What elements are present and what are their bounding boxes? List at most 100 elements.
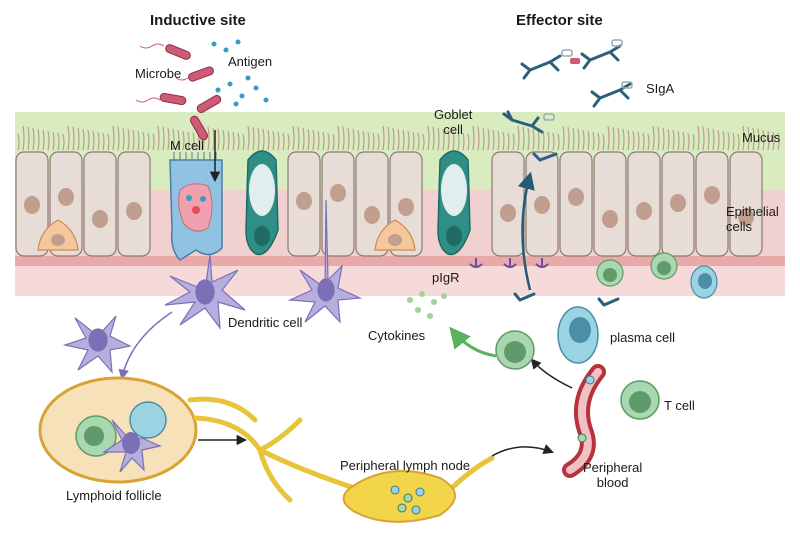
microvillus xyxy=(282,132,285,151)
epithelial-label-line2: cells xyxy=(726,219,753,234)
microvillus xyxy=(597,132,600,151)
peripheral-blood-label-line2: blood xyxy=(596,475,629,490)
microvillus xyxy=(552,132,555,151)
t-cell xyxy=(620,380,660,420)
microvillus xyxy=(747,126,750,151)
microvillus xyxy=(452,130,455,151)
microvillus xyxy=(177,129,180,151)
microvillus xyxy=(527,127,530,151)
microvillus xyxy=(317,130,320,151)
microvillus xyxy=(717,129,720,151)
microvillus xyxy=(582,129,585,151)
microvillus xyxy=(372,132,375,151)
siga-label: SIgA xyxy=(646,81,675,96)
cell-nucleus xyxy=(92,210,108,228)
microvillus xyxy=(607,125,610,151)
basement-membrane xyxy=(15,256,785,266)
microvillus xyxy=(187,131,190,151)
microvillus xyxy=(577,128,580,151)
cell-nucleus xyxy=(24,196,40,214)
microvillus xyxy=(167,127,170,151)
siga-transcytosis-arrow xyxy=(517,171,535,291)
peripheral-lymph-node-label: Peripheral lymph node xyxy=(340,458,471,473)
microvillus xyxy=(157,125,160,151)
epithelial-label-line1: Epithelial xyxy=(726,204,779,219)
microvillus xyxy=(37,128,40,151)
epithelial-cells-label: Epithelial cells xyxy=(726,204,779,234)
microvillus xyxy=(422,133,425,151)
microvillus xyxy=(32,127,35,151)
dendritic-cell-2 xyxy=(287,199,363,324)
microvillus xyxy=(752,127,755,151)
microvillus xyxy=(132,129,135,151)
microvillus xyxy=(462,132,465,151)
microvillus xyxy=(562,125,565,151)
microvillus xyxy=(692,133,695,151)
microvillus xyxy=(87,129,90,151)
microvillus xyxy=(487,128,490,151)
microvillus xyxy=(247,125,250,151)
m-cell xyxy=(169,152,223,261)
peripheral-blood-label: Peripheral blood xyxy=(583,460,642,490)
microvillus xyxy=(622,128,625,151)
epithelial-cell xyxy=(355,151,389,257)
microvillus xyxy=(637,131,640,151)
microvillus xyxy=(382,125,385,151)
microvillus xyxy=(57,132,60,151)
microvillus xyxy=(52,131,55,151)
plasma-cell-label: plasma cell xyxy=(610,330,676,345)
microvillus xyxy=(532,128,535,151)
microvillus xyxy=(72,126,75,151)
peripheral-lymph-node xyxy=(342,469,456,523)
microvillus xyxy=(767,130,770,151)
microvillus xyxy=(237,132,240,151)
microvillus xyxy=(22,125,25,151)
cell-nucleus xyxy=(636,202,652,220)
microvillus xyxy=(367,131,370,151)
microvillus xyxy=(502,131,505,151)
microvillus xyxy=(687,132,690,151)
cell-nucleus xyxy=(738,208,754,226)
microvillus xyxy=(47,130,50,151)
microvillus xyxy=(342,126,345,151)
cell-nucleus xyxy=(58,188,74,206)
microvilli xyxy=(17,125,780,151)
peripheral-blood-label-line1: Peripheral xyxy=(583,460,643,475)
microvillus xyxy=(567,126,570,151)
cell-nucleus xyxy=(670,194,686,212)
dendritic-cell-1 xyxy=(164,254,246,331)
dendritic-migration-arrow xyxy=(118,311,173,381)
cell-nucleus xyxy=(500,204,516,222)
microvillus xyxy=(682,131,685,151)
microvillus xyxy=(572,127,575,151)
goblet-cell-right xyxy=(437,150,471,256)
cell-nucleus xyxy=(330,184,346,202)
effector-site-title: Effector site xyxy=(516,12,603,29)
microvillus xyxy=(612,126,615,151)
microvillus xyxy=(192,132,195,151)
microvillus xyxy=(217,128,220,151)
lamina-cells xyxy=(596,252,718,299)
microvillus xyxy=(227,130,230,151)
cell-nucleus xyxy=(568,188,584,206)
siga-antibodies xyxy=(502,44,632,307)
microvillus xyxy=(727,131,730,151)
microvillus xyxy=(67,125,70,151)
microvillus xyxy=(407,130,410,151)
microvillus xyxy=(262,128,265,151)
node-to-blood-arrow xyxy=(491,444,554,457)
cell-nucleus xyxy=(398,198,414,216)
microvillus xyxy=(142,131,145,151)
microvillus xyxy=(252,126,255,151)
pigr-label: pIgR xyxy=(432,270,460,285)
cell-nucleus xyxy=(534,196,550,214)
inductive-site-title: Inductive site xyxy=(150,12,246,29)
plasma-cell xyxy=(557,306,599,364)
cytokine-arrow xyxy=(449,326,497,358)
microvillus xyxy=(647,133,650,151)
microvillus xyxy=(172,128,175,151)
microvillus xyxy=(467,133,470,151)
microvillus xyxy=(122,127,125,151)
microvillus xyxy=(17,133,20,151)
microvillus xyxy=(472,125,475,151)
